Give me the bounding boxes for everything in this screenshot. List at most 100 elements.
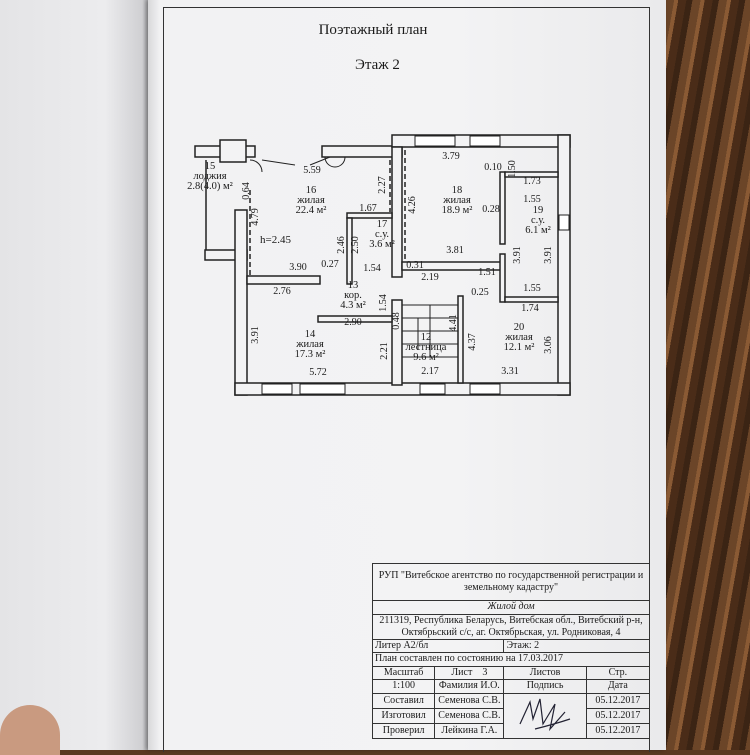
page-header: Стр. — [585, 665, 651, 680]
dimension-label: 2.17 — [421, 366, 439, 377]
room-num: 13 — [347, 280, 359, 291]
dimension-label: 3.90 — [289, 262, 307, 273]
dimension-label: 2.76 — [273, 286, 291, 297]
finger — [0, 705, 60, 755]
room-name: жилая — [443, 195, 471, 206]
room-num: 20 — [513, 322, 525, 333]
dimension-label: 1.67 — [359, 203, 377, 214]
room-name: лестница — [405, 342, 447, 353]
room-name: лоджия — [193, 171, 227, 182]
room-area: 6.1 м² — [525, 225, 551, 236]
room-name: с.у. — [530, 215, 546, 226]
dimension-label: 0.31 — [406, 260, 424, 271]
room-area: 9.6 м² — [413, 352, 439, 363]
plan-date: План составлен по состоянию на 17.03.201… — [372, 652, 650, 667]
role: Проверил — [371, 722, 436, 739]
dimension-label: 1.55 — [523, 283, 541, 294]
room-num: 17 — [376, 219, 388, 230]
person-name: Лейкина Г.А. — [434, 722, 505, 739]
sheet-number: 3 — [482, 666, 488, 678]
room-area: 22.4 м² — [295, 205, 327, 216]
dimension-label: 1.73 — [523, 176, 541, 187]
wooden-table — [660, 0, 750, 750]
page-title: Поэтажный план — [318, 22, 428, 38]
room-num: 12 — [420, 332, 432, 343]
room-num: 14 — [304, 329, 316, 340]
dimension-label: 3.91 — [543, 246, 554, 264]
name-header: Фамилия И.О. — [434, 679, 505, 694]
dimension-label: 1.55 — [523, 194, 541, 205]
liter: Литер А2/бл — [371, 638, 505, 653]
dimension-label: 4.26 — [407, 196, 418, 214]
object-type: Жилой дом — [372, 600, 650, 615]
dimension-label: 5.59 — [303, 165, 321, 176]
ceiling-height-label: h=2.45 — [260, 234, 291, 246]
room-num: 16 — [305, 185, 317, 196]
room-name: с.у. — [374, 229, 390, 240]
sheets-header: Листов — [503, 665, 587, 680]
room-name: кор. — [344, 290, 362, 301]
dimension-label: 0.25 — [471, 287, 489, 298]
dimension-label: 3.31 — [501, 366, 519, 377]
room-num: 18 — [451, 185, 463, 196]
dimension-label: 3.79 — [442, 151, 460, 162]
dimension-label: 2.50 — [350, 236, 361, 254]
dimension-label: 3.81 — [446, 245, 464, 256]
role: Изготовил — [371, 707, 436, 724]
room-name: жилая — [297, 195, 325, 206]
dimension-label: 3.91 — [250, 326, 261, 344]
room-area: 4.3 м² — [340, 300, 366, 311]
sheet-header: Лист 3 — [434, 665, 505, 680]
scale-header: Масштаб — [371, 665, 436, 680]
dimension-label: 3.91 — [512, 246, 523, 264]
room-area: 18.9 м² — [441, 205, 473, 216]
room-area: 17.3 м² — [294, 349, 326, 360]
dimension-label: 3.06 — [543, 336, 554, 354]
left-page — [0, 0, 150, 750]
room-name: жилая — [505, 332, 533, 343]
address: 211319, Республика Беларусь, Витебская о… — [372, 613, 650, 640]
date: 05.12.2017 — [585, 707, 651, 724]
date: 05.12.2017 — [585, 722, 651, 739]
role: Составил — [371, 692, 436, 709]
dimension-label: 0.28 — [482, 204, 500, 215]
dimension-label: 4.79 — [250, 208, 261, 226]
room-area: 2.8(4.0) м² — [187, 181, 233, 192]
scale-value: 1:100 — [371, 679, 436, 694]
dimension-label: 2.21 — [379, 342, 390, 360]
dimension-label: 1.74 — [521, 303, 539, 314]
dimension-label: 4.37 — [467, 333, 478, 351]
dimension-label: 0.64 — [241, 182, 252, 200]
date-header: Дата — [585, 679, 651, 694]
room-area: 12.1 м² — [503, 342, 535, 353]
sheet-label: Лист — [451, 666, 473, 678]
dimension-label: 4.41 — [448, 314, 459, 332]
dimension-label: 2.90 — [344, 317, 362, 328]
floor-label: Этаж 2 — [355, 57, 400, 73]
person-name: Семенова С.В. — [434, 707, 505, 724]
floor-cell: Этаж: 2 — [503, 638, 650, 653]
signature-header: Подпись — [503, 679, 587, 694]
room-area: 3.6 м² — [369, 239, 395, 250]
room-num: 19 — [532, 205, 544, 216]
sheet-frame — [163, 7, 650, 752]
dimension-label: 0.48 — [391, 312, 402, 330]
dimension-label: 5.72 — [309, 367, 327, 378]
title-block: РУП "Витебское агентство по государствен… — [371, 563, 651, 739]
signature — [503, 692, 587, 739]
dimension-label: 0.10 — [484, 162, 502, 173]
dimension-label: 2.27 — [377, 176, 388, 194]
organization: РУП "Витебское агентство по государствен… — [372, 563, 650, 601]
dimension-label: 0.27 — [321, 259, 339, 270]
room-name: жилая — [296, 339, 324, 350]
